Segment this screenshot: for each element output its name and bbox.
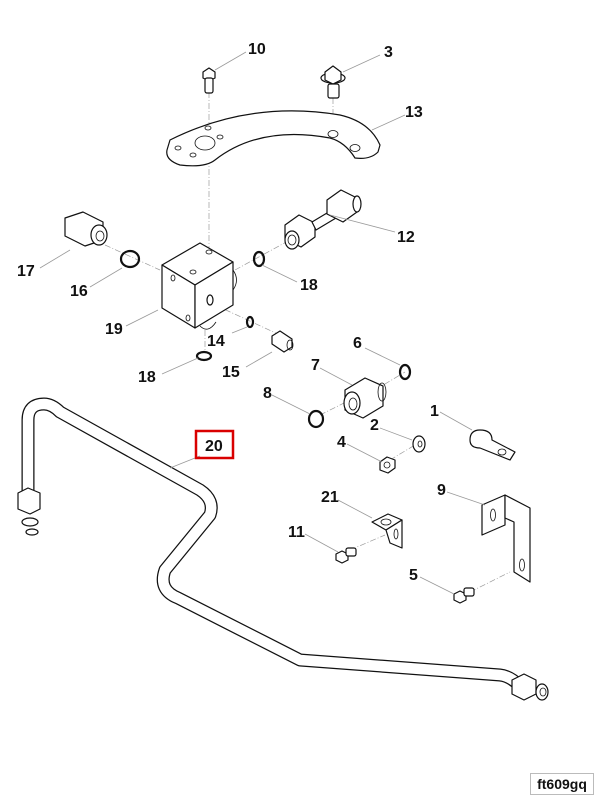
callout-2[interactable]: 2 (370, 417, 379, 434)
callout-16[interactable]: 16 (70, 283, 88, 300)
part-5-flange-bolt[interactable] (453, 587, 475, 604)
part-9-bracket[interactable] (481, 494, 531, 583)
part-8-o-ring[interactable] (307, 409, 325, 429)
part-11-flange-bolt[interactable] (335, 547, 357, 564)
callout-5[interactable]: 5 (409, 567, 418, 584)
callout-18-upper[interactable]: 18 (300, 277, 318, 294)
callout-1[interactable]: 1 (430, 403, 439, 420)
callout-10[interactable]: 10 (248, 41, 266, 58)
callout-18-lower[interactable]: 18 (138, 369, 156, 386)
assembly-axes (104, 92, 511, 593)
part-10-small-bolt[interactable] (202, 67, 216, 94)
callout-12[interactable]: 12 (397, 229, 415, 246)
callout-6[interactable]: 6 (353, 335, 362, 352)
callout-11[interactable]: 11 (288, 524, 305, 541)
callout-14[interactable]: 14 (207, 333, 225, 350)
part-20-hydraulic-tube[interactable] (17, 397, 549, 701)
part-7-bulkhead-fitting[interactable] (343, 377, 387, 419)
part-12-tube-fitting[interactable] (284, 189, 362, 250)
callout-7[interactable]: 7 (311, 357, 320, 374)
callouts: 10 3 13 12 17 16 18 19 14 15 18 6 7 8 1 … (17, 41, 446, 584)
part-21-angle-bracket[interactable] (371, 513, 403, 549)
callout-4[interactable]: 4 (337, 434, 346, 451)
part-18-o-ring-upper[interactable] (252, 250, 266, 268)
callout-19[interactable]: 19 (105, 321, 123, 338)
callout-21[interactable]: 21 (321, 489, 339, 506)
callout-13[interactable]: 13 (405, 104, 423, 121)
callout-3[interactable]: 3 (384, 44, 393, 61)
figure-reference-label: ft609gq (530, 773, 594, 795)
figure-reference-text: ft609gq (537, 776, 587, 792)
callout-20[interactable]: 20 (205, 438, 223, 455)
part-4-flange-nut[interactable] (379, 456, 396, 474)
part-16-o-ring[interactable] (119, 249, 141, 269)
part-19-manifold-block[interactable] (161, 242, 237, 330)
callout-9[interactable]: 9 (437, 482, 446, 499)
leader-lines (39, 51, 486, 595)
callout-8[interactable]: 8 (263, 385, 272, 402)
part-18-o-ring-lower[interactable] (195, 350, 213, 362)
part-15-test-port-fitting[interactable] (271, 330, 294, 353)
part-2-washer[interactable] (412, 435, 426, 453)
callout-20-highlight-box (194, 429, 235, 460)
part-1-p-clip[interactable] (469, 429, 516, 461)
part-6-o-ring[interactable] (398, 363, 412, 381)
part-13-mounting-plate[interactable] (166, 110, 381, 167)
part-17-straight-fitting[interactable] (64, 211, 108, 247)
callout-17[interactable]: 17 (17, 263, 35, 280)
callout-15[interactable]: 15 (222, 364, 240, 381)
part-3-large-bolt[interactable] (320, 65, 346, 99)
part-14-o-ring[interactable] (245, 315, 255, 329)
